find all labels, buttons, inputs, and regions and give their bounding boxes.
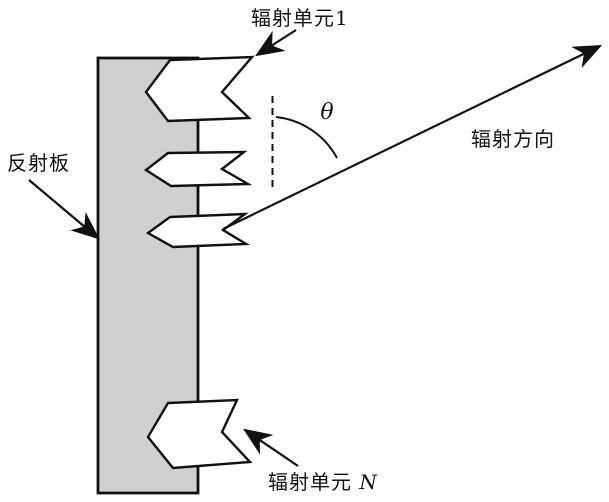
element-n-pointer-arrow [243, 428, 299, 467]
label-theta-angle: θ [320, 100, 333, 125]
element-1-pointer-arrow [254, 29, 297, 57]
label-radiating-element-n-prefix: 辐射单元 [268, 470, 352, 494]
radiating-element-n [146, 398, 253, 470]
radiation-direction-arrow [222, 44, 603, 230]
theta-angle-arc [275, 116, 338, 159]
label-radiating-element-n-suffix: N [358, 470, 378, 494]
label-radiating-element-n: 辐射单元 N [268, 470, 378, 494]
reflector-pointer-arrow [28, 179, 100, 240]
radiating-element-3 [145, 212, 251, 249]
label-reflector-plate: 反射板 [7, 151, 70, 175]
label-radiating-element-1: 辐射单元1 [251, 6, 349, 30]
radiating-element-2 [143, 150, 253, 188]
radiating-element-1 [144, 55, 255, 123]
label-radiation-direction: 辐射方向 [471, 127, 555, 151]
